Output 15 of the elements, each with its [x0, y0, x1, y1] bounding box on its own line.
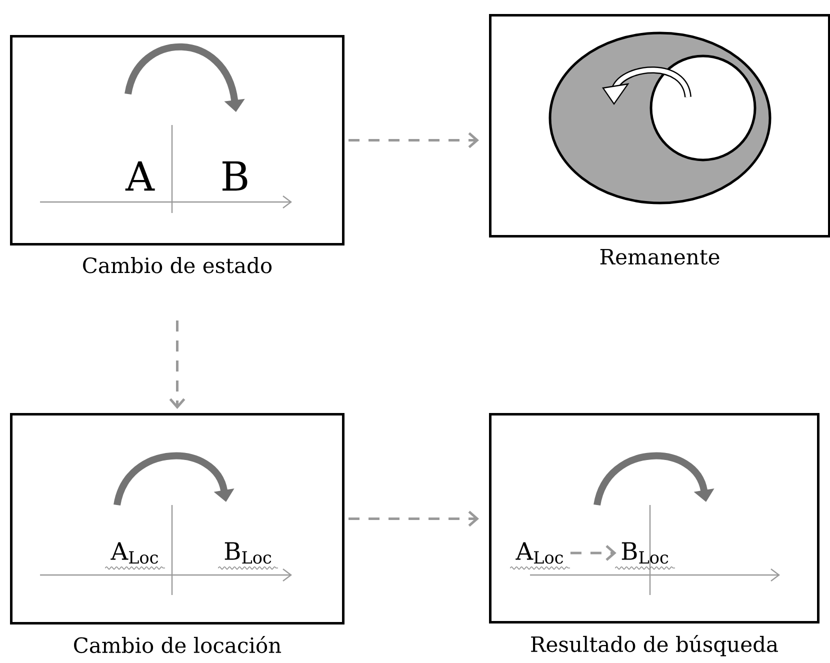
panel-box: Remanente [489, 14, 830, 265]
state-label: A [125, 161, 155, 191]
node-label: Cambio de estado [83, 257, 272, 274]
state-label: A$_{Loc}$ [516, 542, 563, 564]
state-label: B [222, 161, 248, 191]
state-label: A$_{Loc}$ [110, 542, 158, 564]
dashed-arrow [570, 545, 616, 561]
dashed-arrow [348, 510, 479, 527]
node-label: Remanente [600, 249, 720, 265]
state-label: B$_{Loc}$ [622, 542, 668, 564]
dashed-arrow [348, 132, 479, 148]
state-label: B$_{Loc}$ [224, 542, 272, 564]
dashed-arrow [169, 320, 186, 409]
node-label: Cambio de locación [74, 636, 282, 654]
node-label: Resultado de búsqueda [531, 635, 778, 656]
